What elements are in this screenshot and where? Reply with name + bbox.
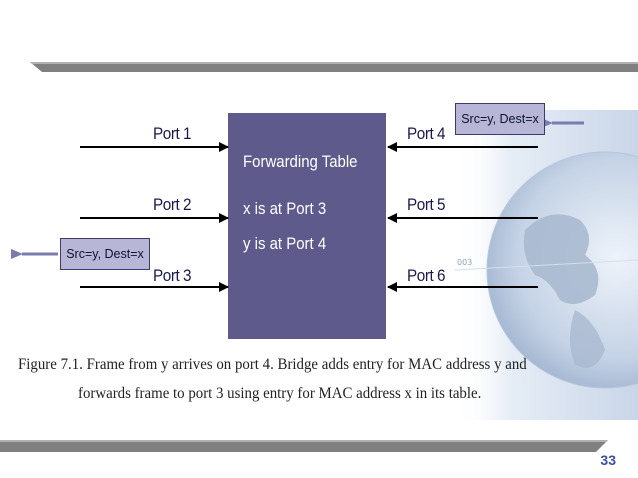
top-decorative-band [30, 62, 638, 72]
incoming-frame-label: Src=y, Dest=x [461, 112, 539, 126]
figure-caption-line-2: forwards frame to port 3 using entry for… [78, 385, 482, 402]
bottom-decorative-band [0, 440, 608, 452]
forwarding-table-title: Forwarding Table [243, 152, 358, 171]
incoming-frame-box: Src=y, Dest=x [455, 103, 545, 135]
globe-background-image: 003 [455, 110, 638, 420]
forwarding-table-box [228, 113, 386, 339]
port-label: Port 3 [153, 266, 192, 285]
outgoing-frame-box: Src=y, Dest=x [60, 238, 150, 270]
page-number: 33 [600, 452, 616, 468]
globe-code-text: 003 [457, 258, 473, 267]
port-label: Port 2 [153, 195, 192, 214]
outgoing-frame-label: Src=y, Dest=x [66, 247, 144, 261]
port-label: Port 5 [407, 195, 446, 214]
figure-caption-line-1: Figure 7.1. Frame from y arrives on port… [18, 356, 527, 373]
port-label: Port 6 [407, 266, 446, 285]
port-label: Port 1 [153, 124, 192, 143]
forwarding-table-entry: y is at Port 4 [243, 234, 327, 253]
port-label: Port 4 [407, 124, 446, 143]
forwarding-table-entry: x is at Port 3 [243, 199, 327, 218]
